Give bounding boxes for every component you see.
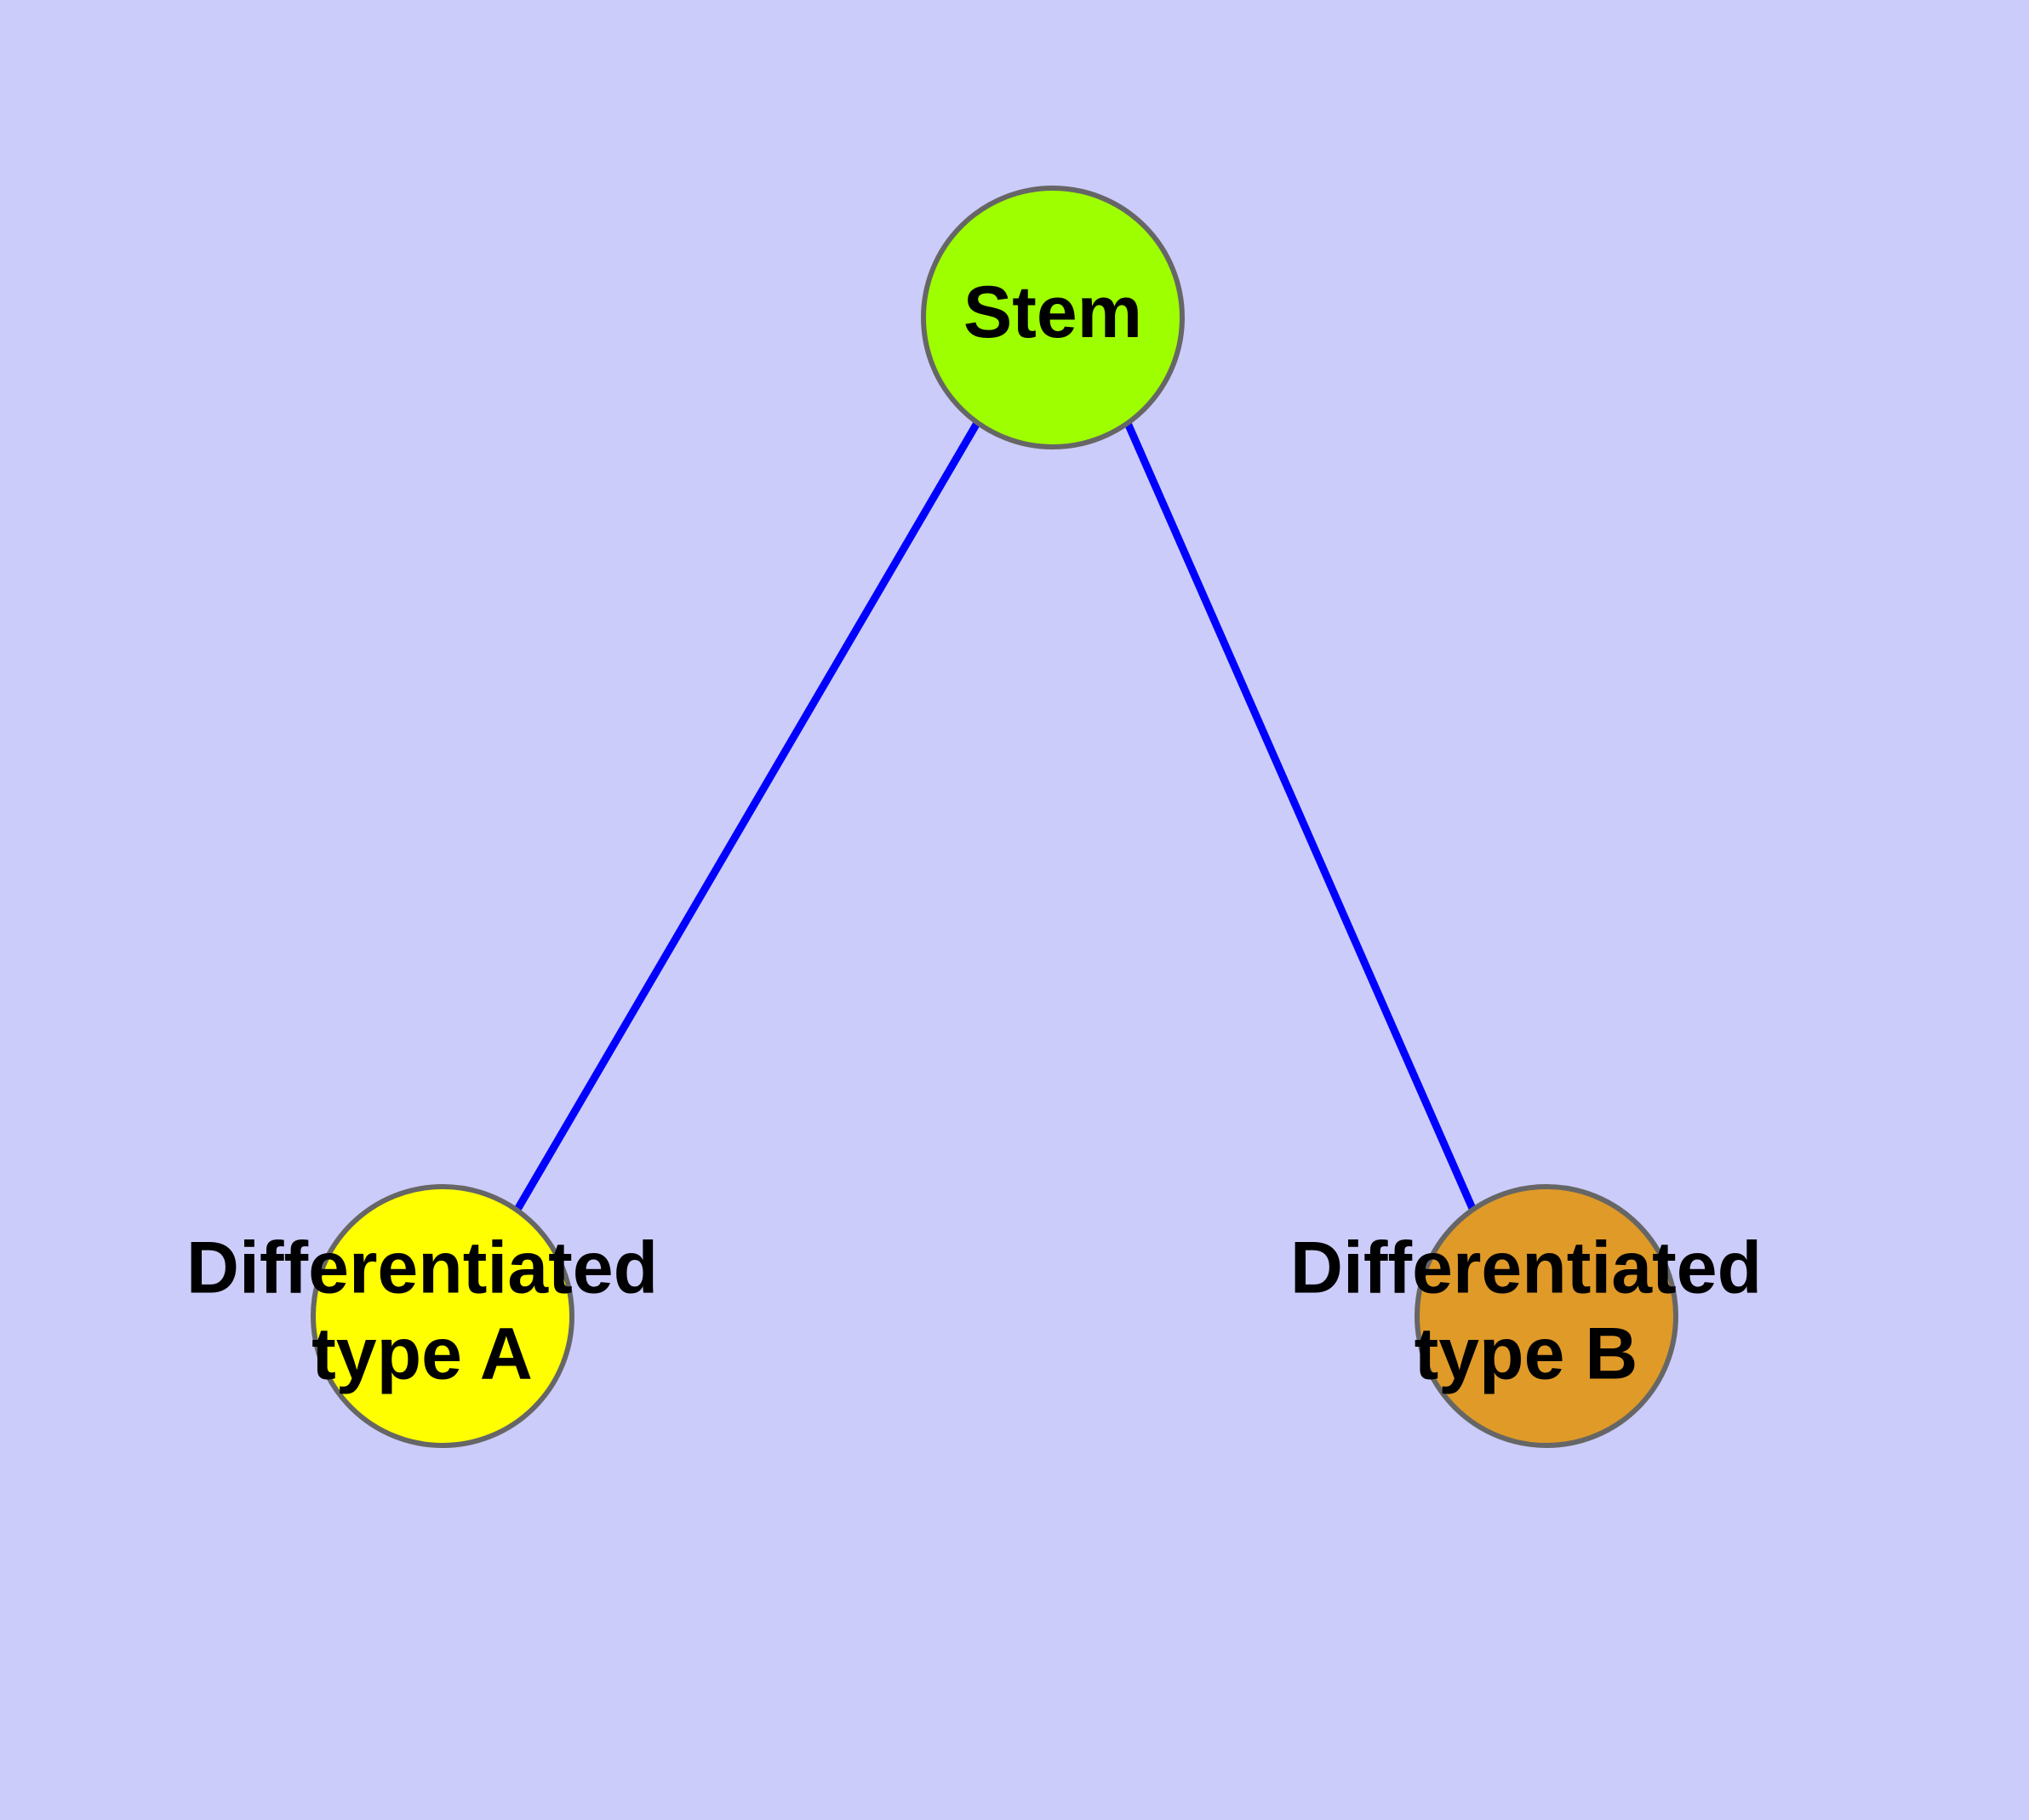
label-line: Differentiated — [1290, 1227, 1762, 1308]
graph-edge-stem-to-diff-a[interactable] — [509, 421, 980, 1221]
label-line: type A — [311, 1313, 533, 1394]
graph-edge-stem-to-diff-b[interactable] — [1123, 421, 1481, 1220]
label-line: type B — [1415, 1313, 1638, 1394]
graph-node-stem[interactable] — [921, 186, 1185, 449]
graph-node-diff_b[interactable] — [1415, 1184, 1678, 1448]
node-layer — [311, 186, 1678, 1448]
edge-layer — [509, 421, 1481, 1221]
label-line: Stem — [963, 272, 1142, 353]
graph-node-diff_a[interactable] — [311, 1184, 574, 1448]
label-line: Differentiated — [186, 1227, 658, 1308]
graph-node-label-stem: Stem — [963, 272, 1142, 353]
